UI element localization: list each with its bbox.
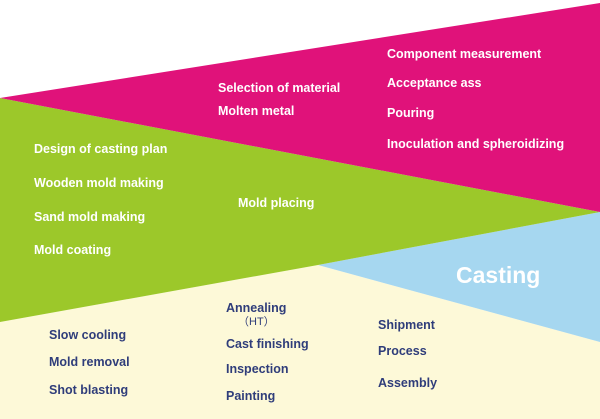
step-annealing: Annealing [226,301,287,315]
step-process: Process [378,344,427,358]
step-shot-blasting: Shot blasting [49,383,129,397]
step-mold-coating: Mold coating [34,243,112,257]
step-painting: Painting [226,389,276,403]
step-pouring: Pouring [387,106,435,120]
cream-region [0,265,600,419]
light-blue-region [318,212,600,342]
step-acceptance: Acceptance ass [387,76,482,90]
step-inspection: Inspection [226,362,289,376]
step-shipment: Shipment [378,318,435,332]
step-wooden-mold-making: Wooden mold making [34,176,164,190]
magenta-region [0,3,600,212]
step-slow-cooling: Slow cooling [49,328,127,342]
step-mold-removal: Mold removal [49,355,130,369]
step-component-measurement: Component measurement [387,47,542,61]
step-annealing-sub: （HT） [238,316,275,328]
casting-title: Casting [456,262,541,288]
step-inoculation: Inoculation and spheroidizing [387,137,565,151]
step-mold-placing: Mold placing [238,196,315,210]
green-region [0,98,600,322]
step-cast-finishing: Cast finishing [226,337,309,351]
step-design-of-casting-plan: Design of casting plan [34,142,168,156]
step-sand-mold-making: Sand mold making [34,210,146,224]
step-selection-of-material: Selection of material [218,81,341,95]
step-assembly: Assembly [378,376,438,390]
step-molten-metal: Molten metal [218,104,295,118]
